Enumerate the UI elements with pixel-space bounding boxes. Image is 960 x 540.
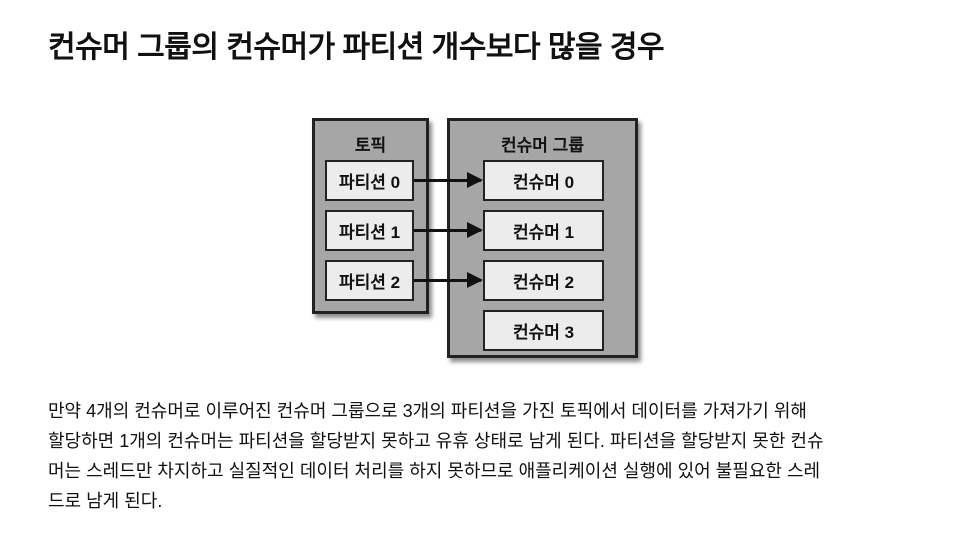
body-line: 머는 스레드만 차지하고 실질적인 데이터 처리를 하지 못하므로 애플리케이션… — [48, 461, 821, 481]
arrow-icon — [414, 222, 483, 238]
body-line: 드로 남게 된다. — [48, 491, 163, 511]
arrow-icon — [414, 272, 483, 288]
consumer-1: 컨슈머 1 — [483, 210, 604, 251]
partition-1: 파티션 1 — [325, 210, 414, 251]
body-paragraph: 만약 4개의 컨슈머로 이루어진 컨슈머 그룹으로 3개의 파티션을 가진 토픽… — [48, 396, 824, 516]
partition-0: 파티션 0 — [325, 160, 414, 201]
topic-label: 토픽 — [354, 136, 387, 155]
arrow-icon — [414, 172, 483, 188]
slide-title: 컨슈머 그룹의 컨슈머가 파티션 개수보다 많을 경우 — [48, 31, 665, 64]
body-line: 만약 4개의 컨슈머로 이루어진 컨슈머 그룹으로 3개의 파티션을 가진 토픽… — [48, 401, 807, 421]
consumer-2: 컨슈머 2 — [483, 260, 604, 301]
consumer-3: 컨슈머 3 — [483, 310, 604, 351]
body-line: 할당하면 1개의 컨슈머는 파티션을 할당받지 못하고 유휴 상태로 남게 된다… — [48, 431, 824, 451]
partition-2: 파티션 2 — [325, 260, 414, 301]
consumer-group-label: 컨슈머 그룹 — [501, 136, 584, 155]
consumer-0: 컨슈머 0 — [483, 160, 604, 201]
